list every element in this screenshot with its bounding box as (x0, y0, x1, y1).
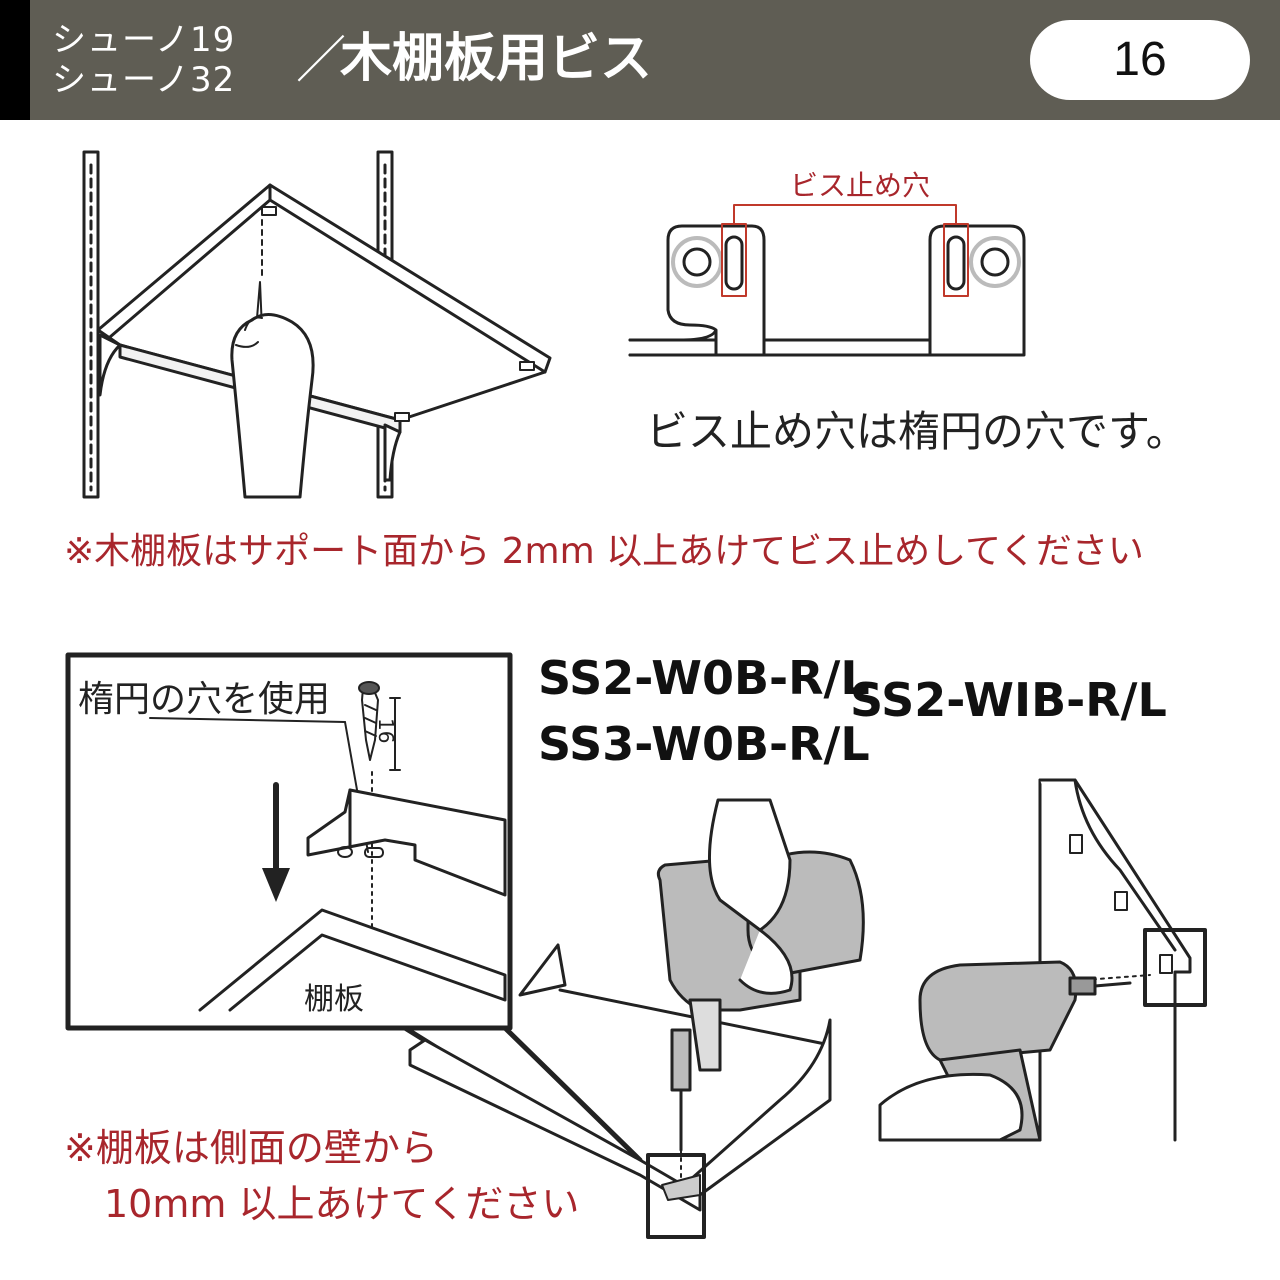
model-code-ss2-wib: SS2-WIB-R/L (850, 673, 1167, 727)
page-number-badge: 16 (1030, 20, 1250, 100)
bracket-hole-diagram (628, 204, 1026, 357)
model-code-ss3-w0b: SS3-W0B-R/L (538, 717, 870, 771)
screw-hole-callout: ビス止め穴 (790, 169, 931, 202)
header-accent-bar (0, 0, 30, 120)
wall-gap-note-line-1: ※棚板は側面の壁から (64, 1126, 438, 1170)
screw-hole-caption: ビス止め穴は楕円の穴です。 (646, 407, 1188, 456)
series-line-2: シューノ32 (52, 60, 236, 100)
page-header: シューノ19 シューノ32 ／ 木棚板用ビス 16 (0, 0, 1280, 120)
page-title: 木棚板用ビス (340, 29, 653, 89)
shelf-label: 棚板 (304, 982, 364, 1017)
use-ellipse-label: 楕円の穴を使用 (78, 679, 331, 720)
wall-gap-note-line-2: 10mm 以上あけてください (104, 1182, 580, 1226)
model-code-ss2-w0b: SS2-W0B-R/L (538, 651, 870, 705)
support-gap-note: ※木棚板はサポート面から 2mm 以上あけてビス止めしてください (64, 531, 1144, 572)
title-separator: ／ (296, 31, 346, 89)
screw-length-label: 16 (374, 718, 398, 744)
model-group-left: SS2-W0B-R/L SS3-W0B-R/L (538, 650, 870, 772)
series-line-1: シューノ19 (52, 20, 236, 60)
side-mount-illustration (878, 778, 1207, 1142)
wall-gap-note: ※棚板は側面の壁から 10mm 以上あけてください (64, 1120, 579, 1232)
shelf-hand-illustration (82, 150, 552, 499)
drill-shelf-illustration (408, 798, 865, 1239)
series-names: シューノ19 シューノ32 (52, 20, 235, 100)
detail-inset (65, 652, 643, 1171)
